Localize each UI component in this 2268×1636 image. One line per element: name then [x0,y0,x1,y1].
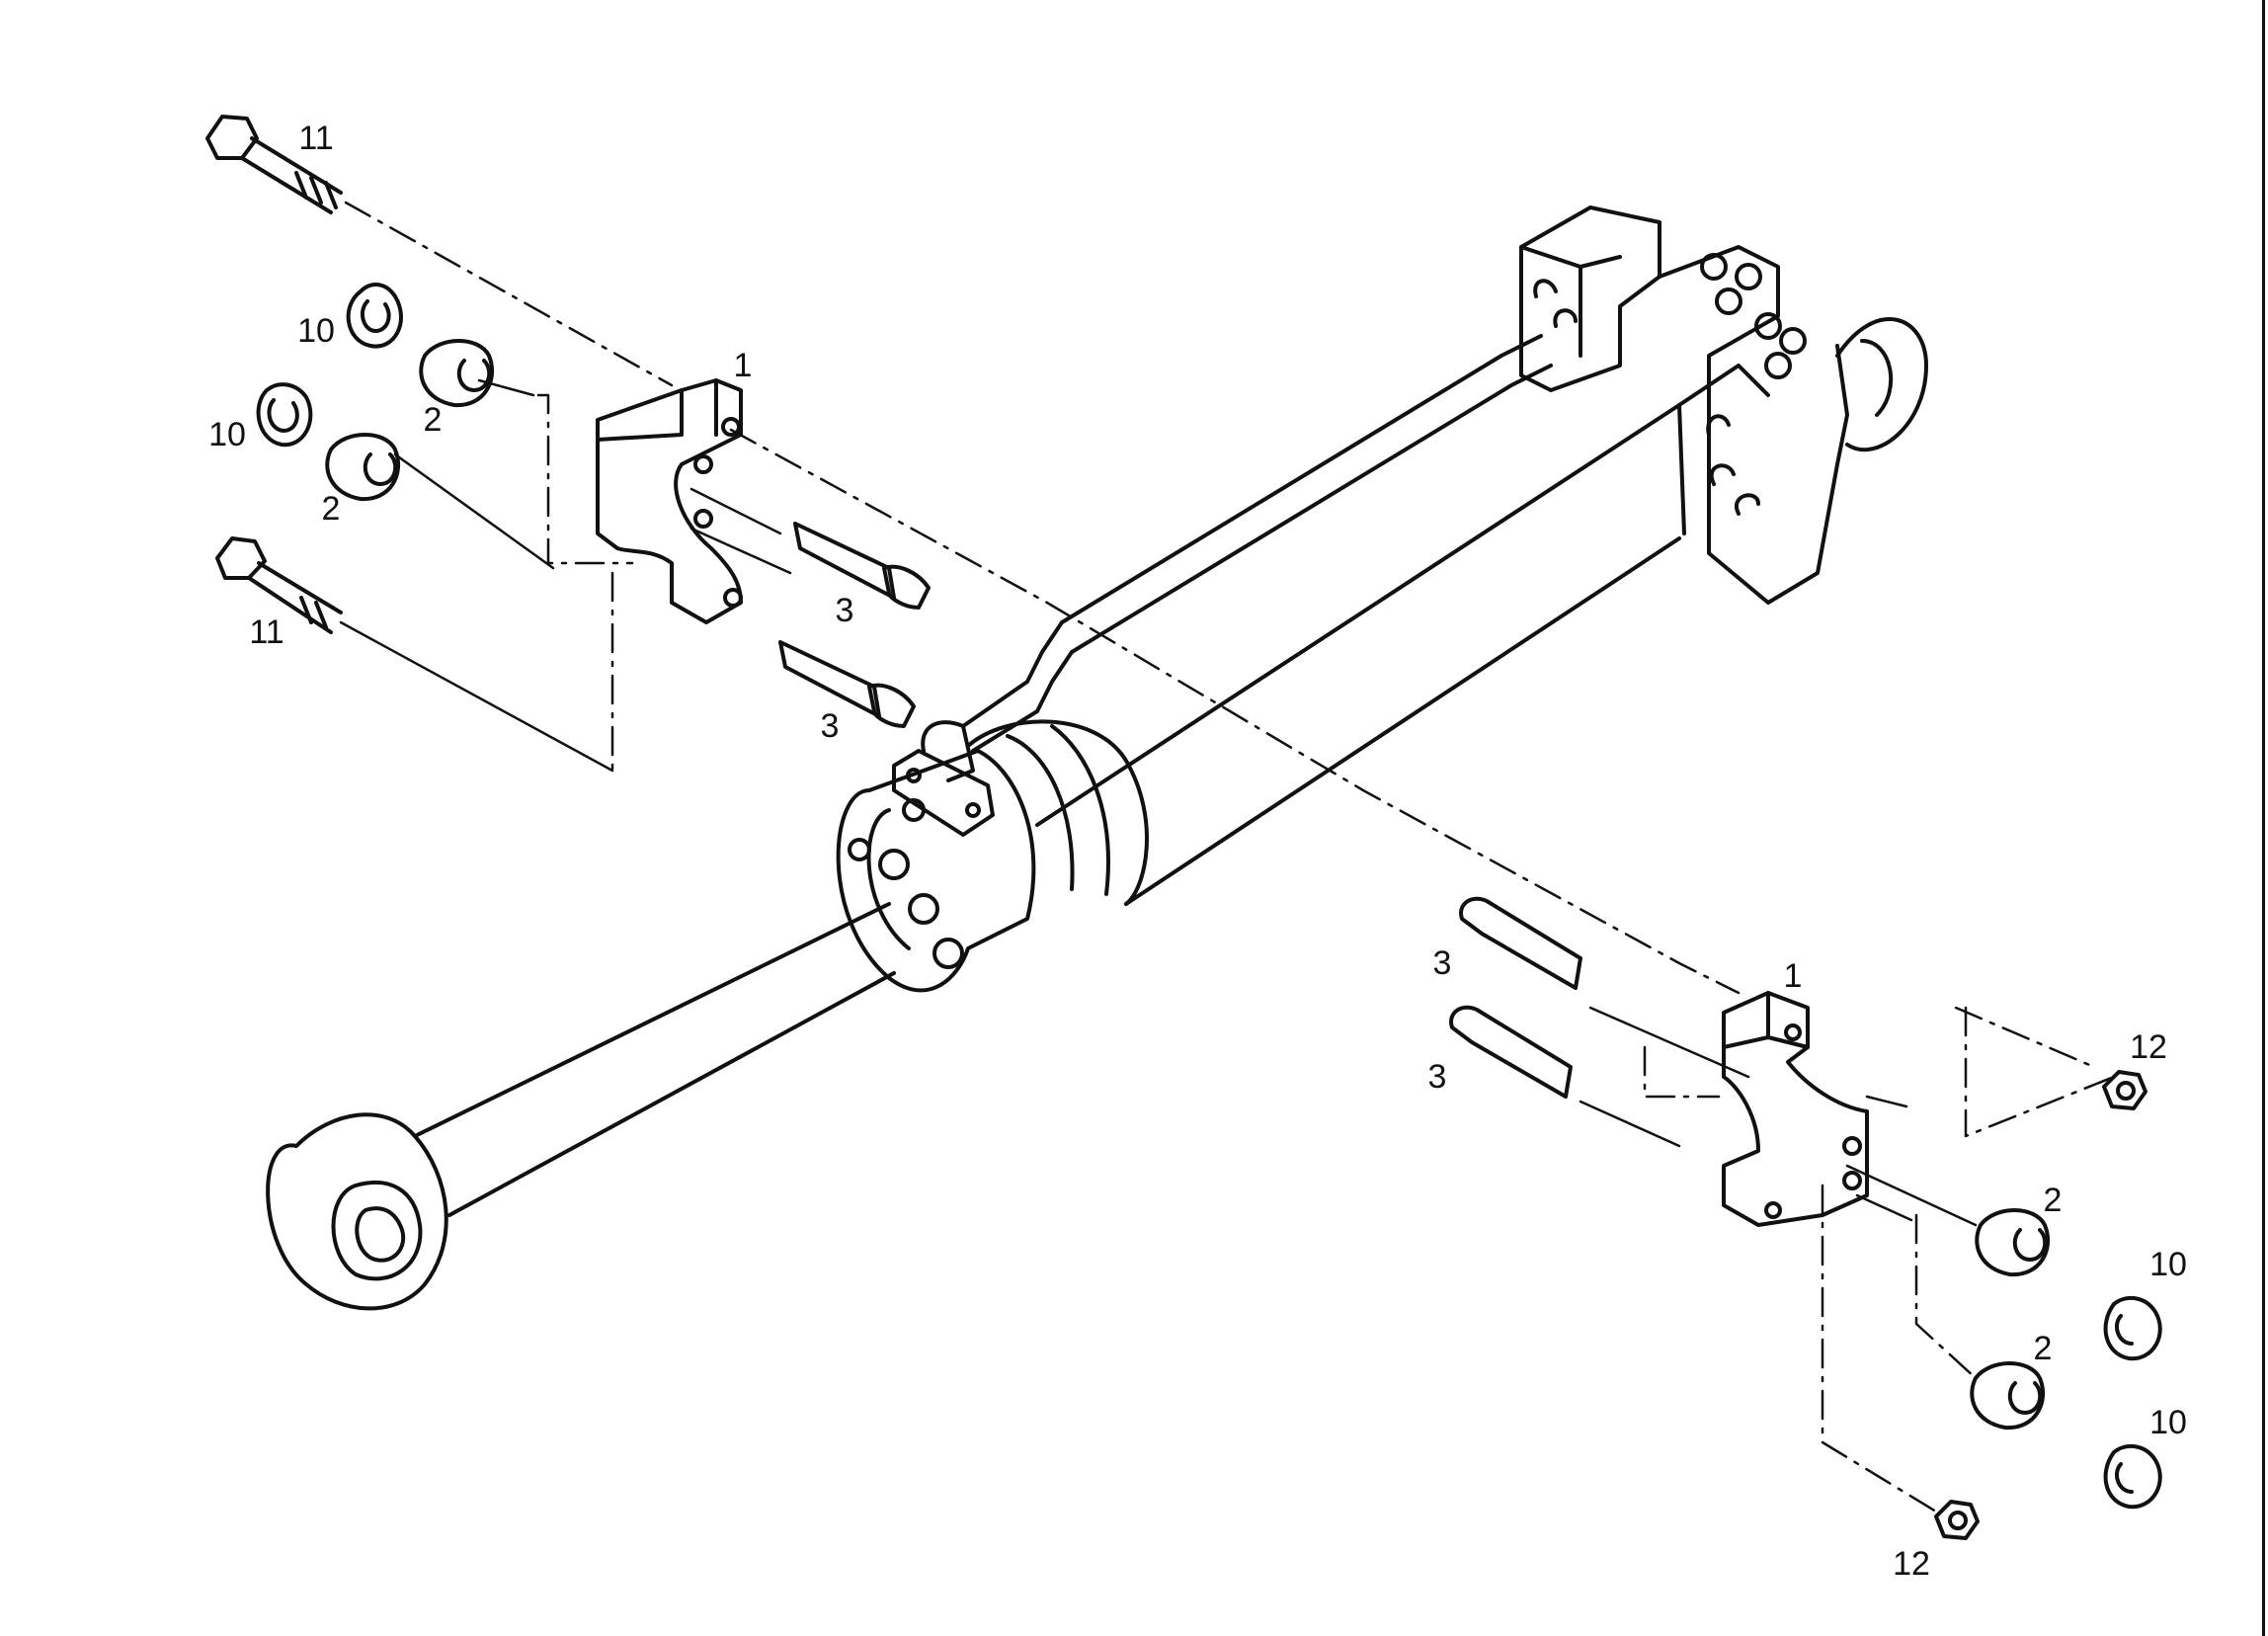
callout-10-b: 10 [208,416,246,453]
bracket-right [1722,991,1869,1227]
callout-2-c: 2 [2043,1182,2063,1219]
callout-3-a: 3 [835,592,854,629]
callout-10-d: 10 [2149,1404,2187,1441]
callout-2-d: 2 [2033,1330,2053,1367]
nut-group [1934,1070,2147,1540]
leader-lines-solid [339,378,1978,1227]
bolt-bottom [215,536,343,634]
callout-12-a: 12 [2130,1028,2167,1066]
leader-lines [344,201,2116,1513]
callout-3-d: 3 [1427,1058,1447,1096]
callout-1-right: 1 [1783,957,1803,995]
callout-1-left: 1 [733,347,753,384]
cylinder-head [836,749,1036,993]
rod-eye-left [266,1112,448,1311]
bolt-top [205,115,343,214]
circlip-group [256,283,2162,1510]
pin-group [778,522,1582,1099]
callout-3-b: 3 [820,707,840,745]
callout-2-b: 2 [321,490,341,528]
callout-11-top: 11 [298,120,334,157]
piston-rod [413,902,896,1217]
hydraulic-pipe [961,334,1553,753]
callout-2-a: 2 [423,401,443,439]
valve-block-right [1519,205,1928,605]
cylinder-barrel [966,403,1681,906]
bracket-left [596,378,743,624]
bushing-group [325,339,2051,1431]
callout-10-c: 10 [2149,1246,2187,1283]
callout-12-b: 12 [1893,1545,1930,1583]
callout-3-c: 3 [1432,944,1452,982]
callout-10-a: 10 [297,312,335,350]
page-edge-rule [2262,0,2265,1636]
callout-11-bottom: 11 [249,614,284,651]
